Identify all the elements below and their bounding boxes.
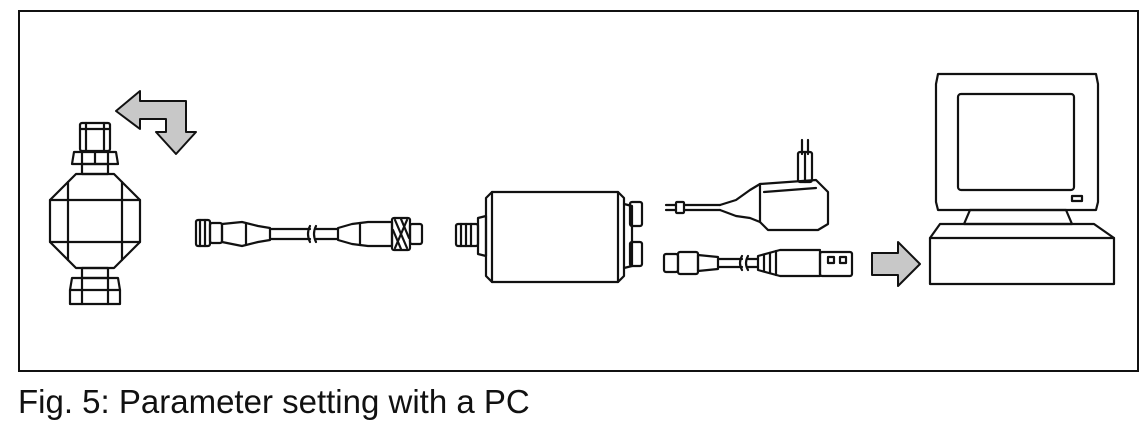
- rotate-arrow-icon: [115, 90, 197, 155]
- figure-frame: [18, 10, 1139, 372]
- flow-sensor-icon: [48, 121, 142, 306]
- computer-monitor-icon: [928, 72, 1116, 286]
- usb-cable-icon: [662, 248, 854, 278]
- plug-power-supply-icon: [664, 138, 830, 232]
- right-arrow-icon: [871, 241, 921, 287]
- m12-cable-icon: [194, 216, 424, 252]
- figure-caption: Fig. 5: Parameter setting with a PC: [18, 383, 530, 420]
- figure-illustration: [48, 72, 1116, 306]
- usb-interface-box-icon: [454, 190, 644, 284]
